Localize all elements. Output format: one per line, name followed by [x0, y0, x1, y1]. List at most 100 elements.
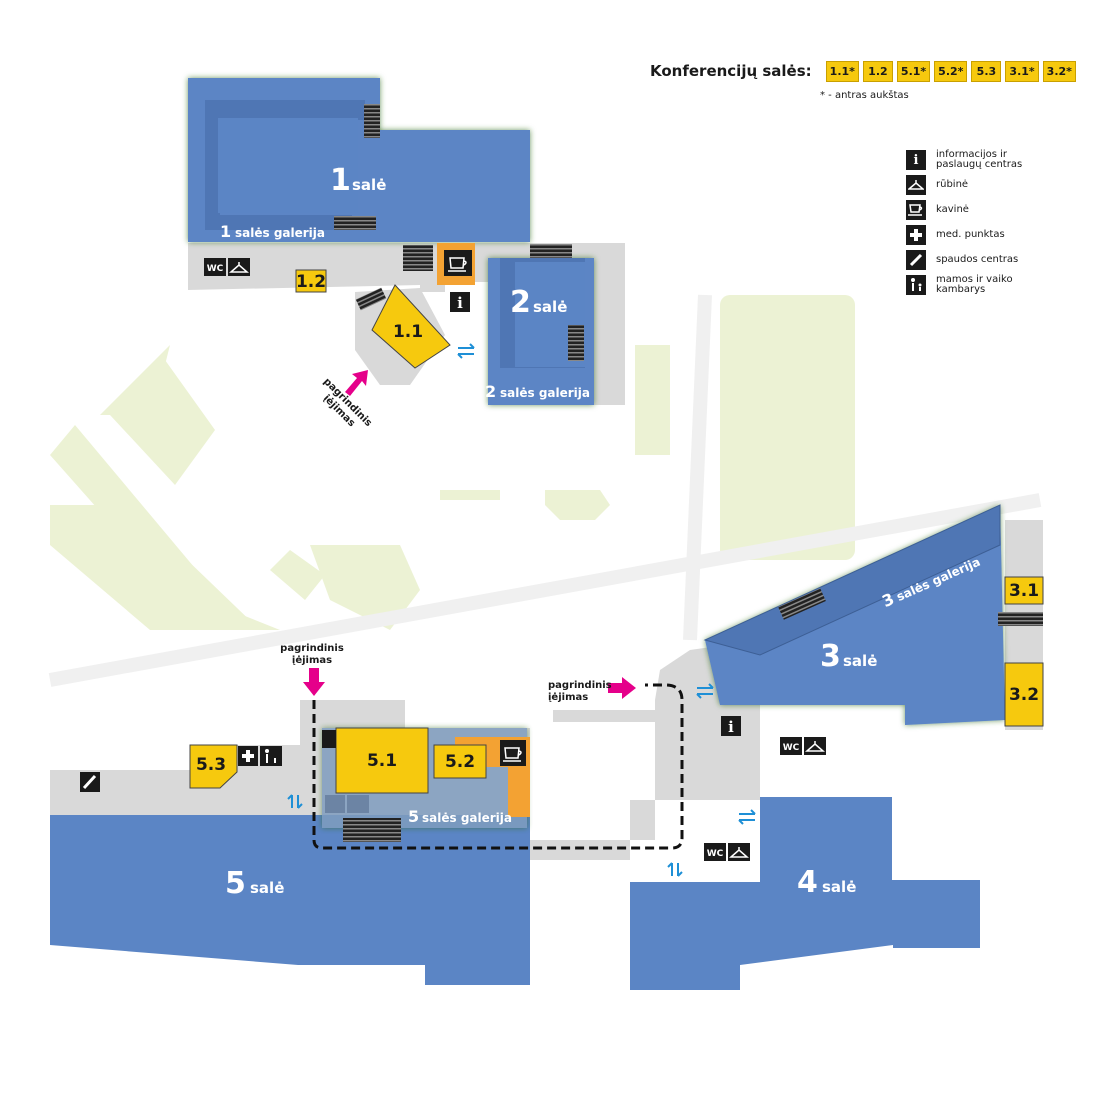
- corridor: [553, 710, 658, 722]
- room-1-1[interactable]: [371, 284, 451, 369]
- room-badge[interactable]: 5.2*: [934, 60, 968, 82]
- green-area: [545, 490, 610, 520]
- arrow-icon: [696, 683, 714, 699]
- entrance-label-line2: įėjimas: [548, 692, 588, 703]
- entrance-arrow[interactable]: [303, 668, 325, 696]
- room-5-1[interactable]: [335, 727, 429, 794]
- stairs: [364, 104, 380, 138]
- room-badge[interactable]: 3.2*: [1042, 60, 1076, 82]
- mother-child-icon[interactable]: [260, 746, 282, 766]
- stairs: [998, 612, 1043, 626]
- room-5-3-label: 5.3: [196, 755, 226, 775]
- plus-icon: [906, 225, 926, 245]
- wc-icon-label: WC: [207, 264, 224, 274]
- coat-hanger-icon[interactable]: [804, 737, 826, 755]
- legend-row: med. punktas: [906, 225, 1096, 245]
- hall-2-word: salė: [533, 298, 567, 316]
- direction-arrows: [287, 343, 756, 877]
- hall-2-gallery-word: salės galerija: [500, 386, 590, 400]
- map-icons: WC i i WC WC: [80, 250, 826, 861]
- info-icon[interactable]: [322, 730, 336, 748]
- coffee-cup-icon[interactable]: [444, 250, 472, 276]
- coat-hanger-icon[interactable]: [728, 843, 750, 861]
- wc-icon[interactable]: [780, 737, 802, 755]
- hall-5-word: salė: [250, 879, 284, 897]
- stairs: [403, 245, 433, 271]
- wc-icon: [347, 795, 369, 813]
- room-5-2[interactable]: [433, 744, 487, 779]
- stairs: [530, 244, 572, 258]
- room-3-1[interactable]: [1004, 576, 1044, 605]
- hall-3-number: 3: [820, 639, 841, 674]
- hall-5-number: 5: [225, 866, 246, 901]
- entrance-arrow[interactable]: [345, 370, 368, 396]
- green-area: [100, 345, 170, 415]
- route-path: [312, 683, 684, 850]
- green-area: [270, 550, 325, 600]
- room-badge[interactable]: 5.3: [971, 60, 1002, 82]
- legend-label: spaudos centras: [936, 254, 1019, 265]
- arrow-icon: [457, 343, 475, 359]
- hall-2-gallery-number: 2: [485, 382, 496, 401]
- hall-2-number: 2: [510, 285, 531, 320]
- room-badge[interactable]: 3.1*: [1005, 60, 1039, 82]
- entrance-arrows: [303, 370, 636, 699]
- room-5-3[interactable]: [189, 744, 238, 789]
- stairs: [778, 588, 826, 620]
- arrow-icon: [738, 809, 756, 825]
- hall-1-number: 1: [330, 163, 351, 198]
- entrance-label-line2: įėjimas: [292, 655, 332, 666]
- conference-rooms-legend: Konferencijų salės: 1.1* 1.2 5.1* 5.2* 5…: [650, 58, 1080, 84]
- mother-child-icon-glyph: [265, 749, 269, 753]
- green-area: [50, 425, 280, 630]
- icon-legend: i informacijos ir paslaugų centras rūbin…: [906, 150, 1096, 300]
- info-icon[interactable]: [721, 716, 741, 736]
- wc-icon[interactable]: [204, 258, 226, 276]
- entrance-arrow[interactable]: [608, 677, 636, 699]
- room-badge[interactable]: 1.1*: [825, 60, 859, 82]
- info-icon: i: [906, 150, 926, 170]
- conference-legend-title: Konferencijų salės:: [650, 62, 812, 80]
- entrance-labels: pagrindinis įėjimas pagrindinis įėjimas …: [280, 376, 611, 703]
- room-1-1-label: 1.1: [393, 322, 423, 342]
- room-badge[interactable]: 5.1*: [896, 60, 931, 82]
- room-3-1-label: 3.1: [1009, 581, 1039, 601]
- room-1-2-label: 1.2: [296, 272, 326, 292]
- hall-5[interactable]: [50, 815, 530, 985]
- hall-3-gallery: [703, 504, 1001, 656]
- legend-label: informacijos ir paslaugų centras: [936, 149, 1023, 170]
- green-area: [110, 360, 215, 485]
- pencil-icon-glyph: [82, 774, 97, 790]
- entrance-label-line1: pagrindinis: [280, 643, 344, 654]
- hall-4[interactable]: [630, 797, 980, 990]
- arrow-icon: [667, 862, 683, 877]
- second-floor-note: * - antras aukštas: [820, 90, 909, 101]
- hall-4-word: salė: [822, 878, 856, 896]
- stairs: [343, 818, 401, 842]
- mother-child-icon: [906, 275, 926, 295]
- coffee-cup-icon: [906, 200, 926, 220]
- green-area: [310, 545, 420, 630]
- coat-hanger-icon[interactable]: [228, 258, 250, 276]
- room-1-2[interactable]: [295, 269, 327, 293]
- coat-hanger-icon-glyph: [729, 847, 749, 858]
- arrow-icon: [287, 794, 303, 809]
- legend-label: med. punktas: [936, 229, 1005, 240]
- legend-row: i informacijos ir paslaugų centras: [906, 150, 1096, 170]
- coat-hanger-icon-glyph: [805, 741, 825, 752]
- hall-labels: 1 salė 1 salės galerija 2 salė 2 salės g…: [220, 163, 982, 901]
- south-buildings: [50, 504, 1044, 990]
- roads: [48, 294, 1042, 687]
- green-area: [635, 345, 670, 455]
- coffee-cup-icon[interactable]: [500, 740, 526, 766]
- legend-row: mamos ir vaiko kambarys: [906, 275, 1096, 295]
- room-3-2[interactable]: [1004, 662, 1044, 727]
- wc-icon[interactable]: [704, 843, 726, 861]
- coat-hanger-icon-glyph: [229, 262, 249, 273]
- hall-5-gallery-number: 5: [408, 807, 419, 826]
- stairs: [355, 287, 387, 311]
- legend-row: rūbinė: [906, 175, 1096, 195]
- room-badge[interactable]: 1.2: [862, 60, 893, 82]
- info-icon[interactable]: [450, 292, 470, 312]
